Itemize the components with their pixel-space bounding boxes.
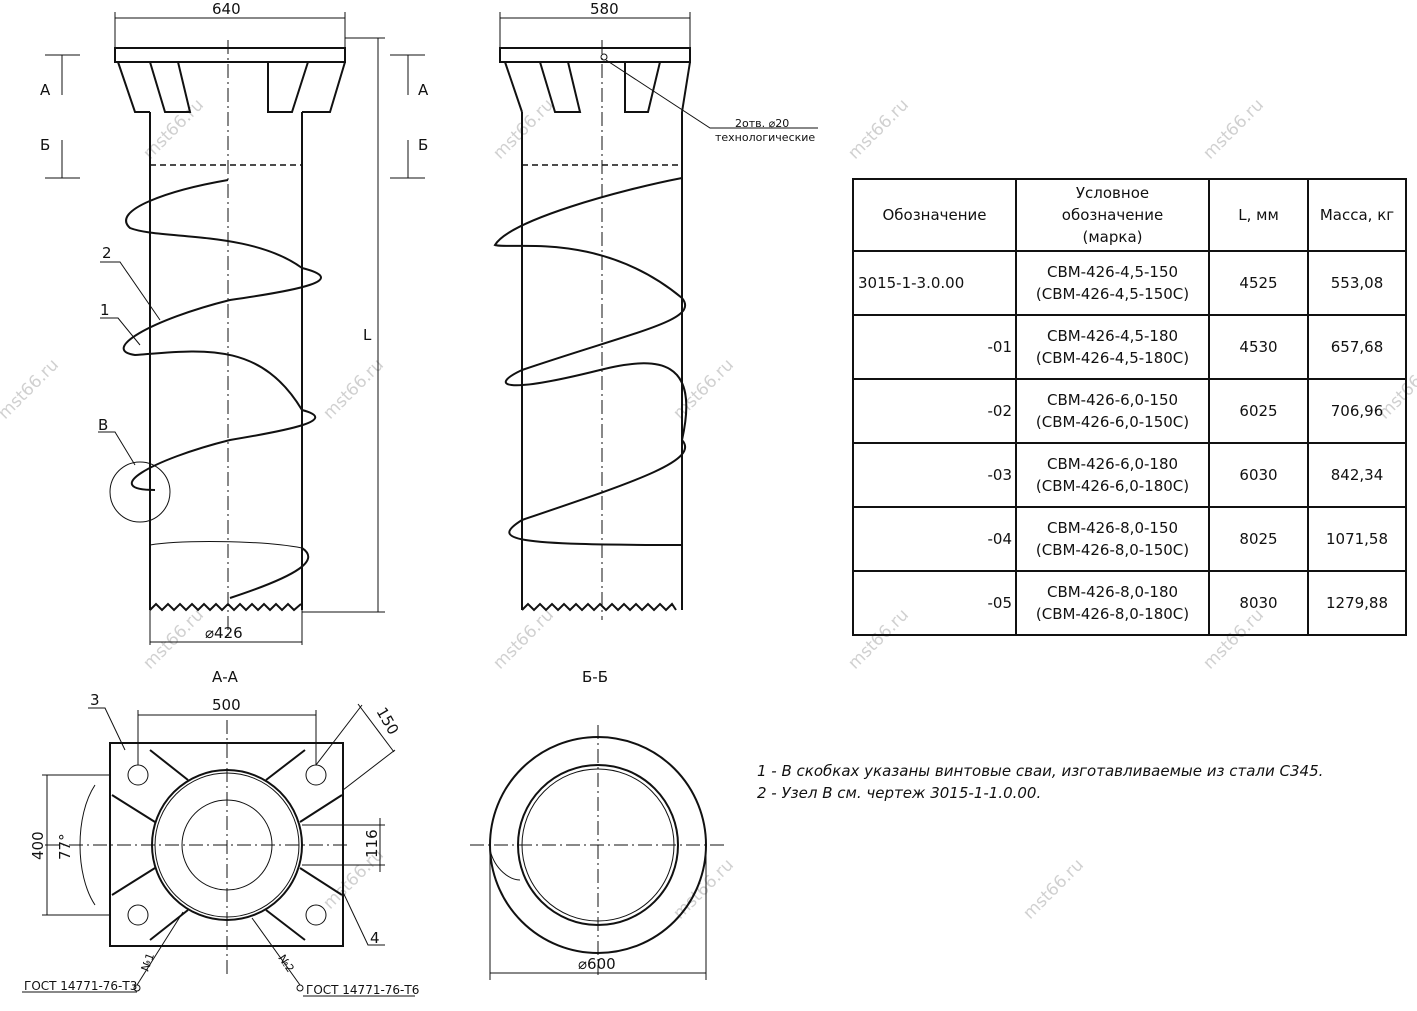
header-mark: Условное обозначение (марка) xyxy=(1015,178,1210,252)
leader-4: 4 xyxy=(370,929,380,947)
section-aa: А-А 500 150 400 77° 116 3 4 №1 №2 ГОСТ 1… xyxy=(22,668,419,997)
svg-text:mst66.ru: mst66.ru xyxy=(1019,855,1088,924)
table-row: -05 СВМ-426-8,0-180(СВМ-426-8,0-180С) 80… xyxy=(852,570,1407,636)
svg-text:mst66.ru: mst66.ru xyxy=(0,355,63,424)
section-mark-a-right: А xyxy=(418,81,429,99)
angle-77: 77° xyxy=(56,833,74,860)
weld-1-label: №1 xyxy=(139,951,158,973)
dim-580: 580 xyxy=(590,0,619,18)
header-mass: Масса, кг xyxy=(1307,178,1407,252)
pile-side-view: 580 2отв. ⌀20 технологические xyxy=(493,0,818,620)
notes: 1 - В скобках указаны винтовые сваи, изг… xyxy=(757,760,1323,804)
note-1: 1 - В скобках указаны винтовые сваи, изг… xyxy=(757,762,1324,780)
section-bb-title: Б-Б xyxy=(582,668,608,686)
header-designation: Обозначение xyxy=(852,178,1017,252)
table-row: -03 СВМ-426-6,0-180(СВМ-426-6,0-180С) 60… xyxy=(852,442,1407,508)
table-header-row: Обозначение Условное обозначение (марка)… xyxy=(852,178,1407,252)
dim-length-l: L xyxy=(363,326,372,344)
section-mark-b-right: Б xyxy=(418,136,428,154)
holes-note: 2отв. ⌀20 xyxy=(735,117,789,130)
table-row: -01 СВМ-426-4,5-180(СВМ-426-4,5-180С) 45… xyxy=(852,314,1407,380)
leader-1: 1 xyxy=(100,301,110,319)
leader-2: 2 xyxy=(102,244,112,262)
gost-t6: ГОСТ 14771-76-Т6 xyxy=(306,983,419,997)
pile-elevation: 640 ⌀426 L 2 1 В А Б А Б xyxy=(40,0,429,645)
dim-diameter-426: ⌀426 xyxy=(205,624,243,642)
dim-400: 400 xyxy=(29,831,47,860)
section-mark-a-left: А xyxy=(40,81,51,99)
svg-text:mst66.ru: mst66.ru xyxy=(1199,95,1268,164)
section-mark-b-left: Б xyxy=(40,136,50,154)
table-row: 3015-1-3.0.00 СВМ-426-4,5-150(СВМ-426-4,… xyxy=(852,250,1407,316)
svg-text:mst66.ru: mst66.ru xyxy=(489,95,558,164)
leader-v: В xyxy=(98,416,108,434)
dim-116: 116 xyxy=(363,829,381,858)
header-length: L, мм xyxy=(1208,178,1309,252)
dim-150: 150 xyxy=(373,704,403,738)
gost-t3: ГОСТ 14771-76-Т3 xyxy=(24,979,137,993)
svg-text:mst66.ru: mst66.ru xyxy=(669,355,738,424)
dim-diameter-600: ⌀600 xyxy=(578,955,616,973)
table-row: -04 СВМ-426-8,0-150(СВМ-426-8,0-150С) 80… xyxy=(852,506,1407,572)
note-2: 2 - Узел В см. чертеж 3015-1-1.0.00. xyxy=(757,784,1042,802)
section-aa-title: А-А xyxy=(212,668,239,686)
holes-note-technological: технологические xyxy=(715,131,815,144)
dim-640: 640 xyxy=(212,0,241,18)
table-row: -02 СВМ-426-6,0-150(СВМ-426-6,0-150С) 60… xyxy=(852,378,1407,444)
svg-text:mst66.ru: mst66.ru xyxy=(489,605,558,674)
specification-table: Обозначение Условное обозначение (марка)… xyxy=(852,178,1407,636)
leader-3: 3 xyxy=(90,691,100,709)
svg-text:mst66.ru: mst66.ru xyxy=(844,95,913,164)
dim-500: 500 xyxy=(212,696,241,714)
section-bb: Б-Б ⌀600 xyxy=(470,668,725,980)
